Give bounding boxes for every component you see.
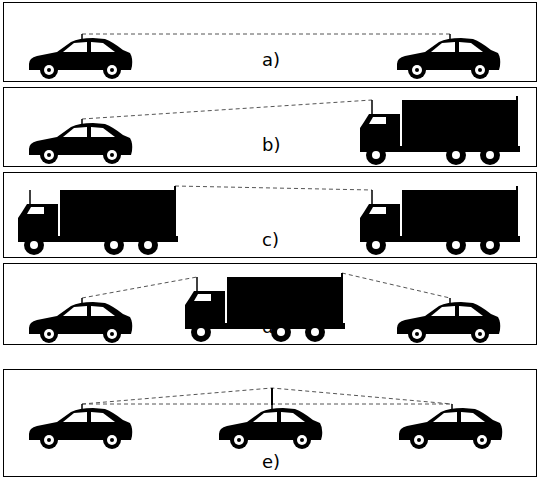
truck-icon: [360, 96, 520, 165]
sight-line: [82, 404, 452, 405]
sight-line: [82, 277, 197, 298]
scenario-panel: e): [3, 369, 537, 477]
car-icon: [397, 298, 500, 343]
panel-label: c): [262, 229, 279, 251]
car-icon: [219, 404, 322, 449]
car-icon: [399, 404, 502, 449]
scenario-panel: b): [3, 87, 537, 167]
car-icon: [29, 34, 132, 79]
sight-line: [175, 186, 372, 190]
car-icon: [29, 119, 132, 164]
sight-line: [82, 100, 372, 119]
car-icon: [29, 298, 132, 343]
panel-label: e): [262, 451, 280, 473]
scenario-panel: c): [3, 172, 537, 258]
sight-line: [342, 273, 450, 298]
car-icon: [29, 404, 132, 449]
sight-line: [82, 388, 452, 404]
scenario-panel: d): [3, 263, 537, 345]
panel-label: b): [262, 134, 280, 156]
scenario-panel: a): [3, 2, 537, 82]
car-icon: [397, 34, 500, 79]
panel-label: d): [262, 316, 280, 338]
truck-icon: [18, 186, 178, 255]
sight-lines: [82, 34, 452, 404]
truck-icon: [360, 186, 520, 255]
truck-icon: [185, 273, 345, 342]
panel-label: a): [262, 49, 280, 71]
antenna-mast: [271, 388, 273, 405]
sight-line: [82, 34, 450, 35]
